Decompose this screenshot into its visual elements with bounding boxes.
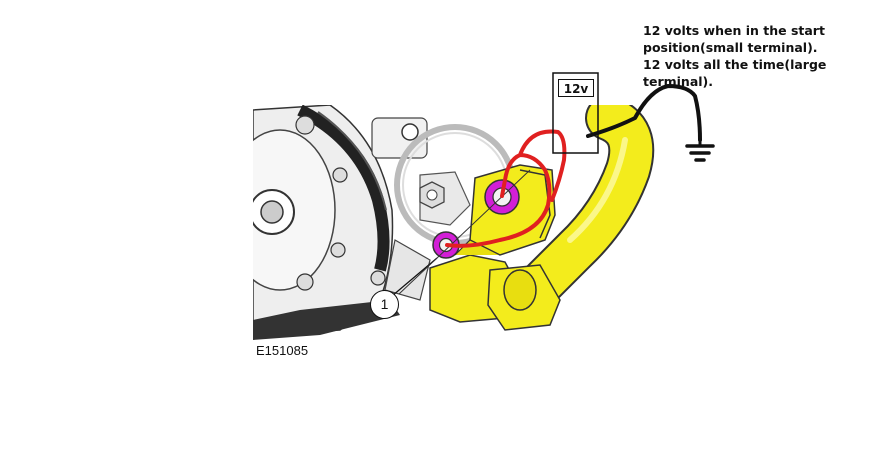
callout-leader-large [398,169,531,295]
callout-number: 1 [370,290,399,319]
voltage-note: 12 volts when in the start position(smal… [643,23,827,89]
battery-cable [487,105,655,331]
black-ground-lead [586,84,702,142]
voltmeter-box [552,72,599,154]
red-test-lead [445,129,567,248]
engine-housing [253,105,431,340]
figure-id: E151085 [253,343,312,358]
callout-leader-small [391,257,438,297]
starter-illustration [253,105,655,348]
ground-symbol-icon [685,138,715,162]
voltmeter-label: 12v [558,79,594,97]
